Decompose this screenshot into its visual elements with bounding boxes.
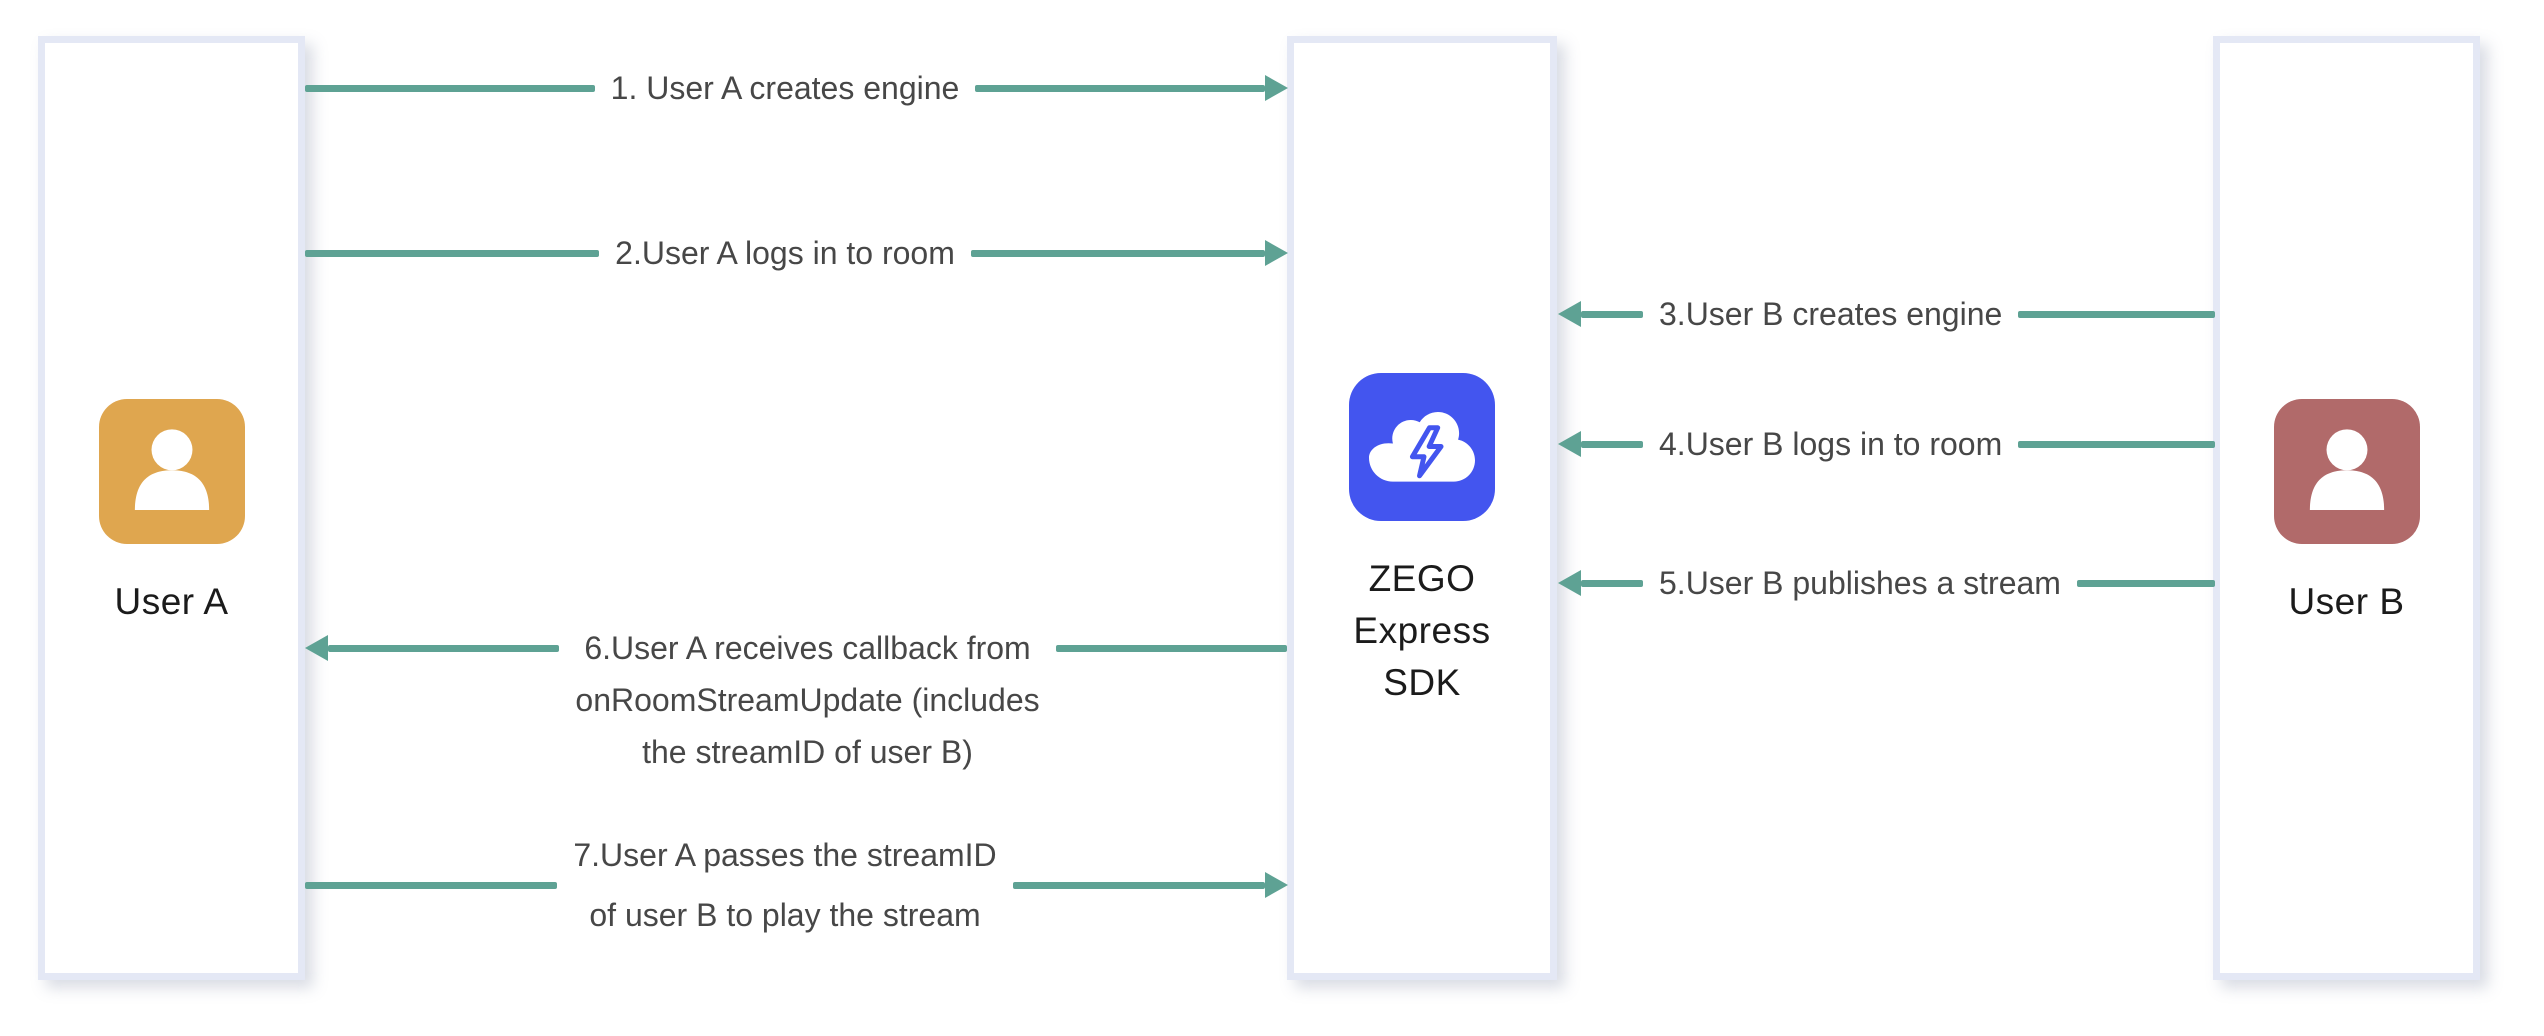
arrow-line-segment	[305, 249, 600, 257]
arrow-5-label: 5.User B publishes a stream	[1659, 565, 2061, 601]
arrow-3-create-engine-b: 3.User B creates engine	[1558, 288, 2215, 340]
arrow-line-segment	[975, 84, 1265, 92]
cloud-lightning-icon	[1369, 402, 1475, 492]
arrow-7-label: 7.User A passes the streamID of user B t…	[573, 837, 997, 933]
user-b-box: User B	[2213, 36, 2480, 980]
arrow-7-play-stream: 7.User A passes the streamID of user B t…	[305, 825, 1289, 945]
arrow-line-segment	[1055, 644, 1288, 652]
arrow-6-stream-update-callback: 6.User A receives callback from onRoomSt…	[305, 570, 1288, 770]
arrow-4-label: 4.User B logs in to room	[1659, 426, 2003, 462]
arrowhead-left-icon	[1558, 301, 1581, 327]
arrowhead-right-icon	[1265, 75, 1288, 101]
arrow-line-segment	[1581, 310, 1643, 318]
arrowhead-right-icon	[1265, 872, 1289, 898]
arrow-line-segment	[970, 249, 1265, 257]
arrow-2-login-room-a: 2.User A logs in to room	[305, 227, 1288, 279]
arrow-line-segment	[328, 644, 560, 652]
user-b-avatar	[2273, 399, 2420, 544]
user-a-avatar	[98, 399, 245, 544]
arrow-line-segment	[2018, 440, 2215, 448]
sdk-label: ZEGO Express SDK	[1353, 558, 1491, 703]
arrow-1-create-engine-a: 1. User A creates engine	[305, 62, 1288, 114]
arrow-1-label: 1. User A creates engine	[610, 70, 960, 106]
arrowhead-left-icon	[305, 635, 328, 661]
arrow-line-segment	[1012, 881, 1266, 889]
arrow-3-label: 3.User B creates engine	[1659, 296, 2003, 332]
arrow-4-login-room-b: 4.User B logs in to room	[1558, 418, 2215, 470]
arrow-line-segment	[1581, 579, 1643, 587]
arrow-6-label: 6.User A receives callback from onRoomSt…	[575, 630, 1040, 770]
arrowhead-left-icon	[1558, 570, 1581, 596]
sdk-badge	[1349, 373, 1495, 521]
arrow-line-segment	[2076, 579, 2215, 587]
sdk-box: ZEGO Express SDK	[1287, 36, 1557, 980]
user-b-label: User B	[2288, 581, 2405, 622]
arrowhead-right-icon	[1265, 240, 1288, 266]
user-a-box: User A	[38, 36, 305, 980]
user-a-label: User A	[114, 581, 229, 622]
arrow-line-segment	[305, 84, 595, 92]
arrowhead-left-icon	[1558, 431, 1581, 457]
person-icon	[108, 405, 236, 538]
person-icon	[2283, 405, 2411, 538]
arrow-5-publish-stream: 5.User B publishes a stream	[1558, 557, 2215, 609]
arrow-line-segment	[2018, 310, 2215, 318]
arrow-line-segment	[1581, 440, 1643, 448]
arrow-2-label: 2.User A logs in to room	[615, 235, 955, 271]
arrow-line-segment	[305, 881, 558, 889]
